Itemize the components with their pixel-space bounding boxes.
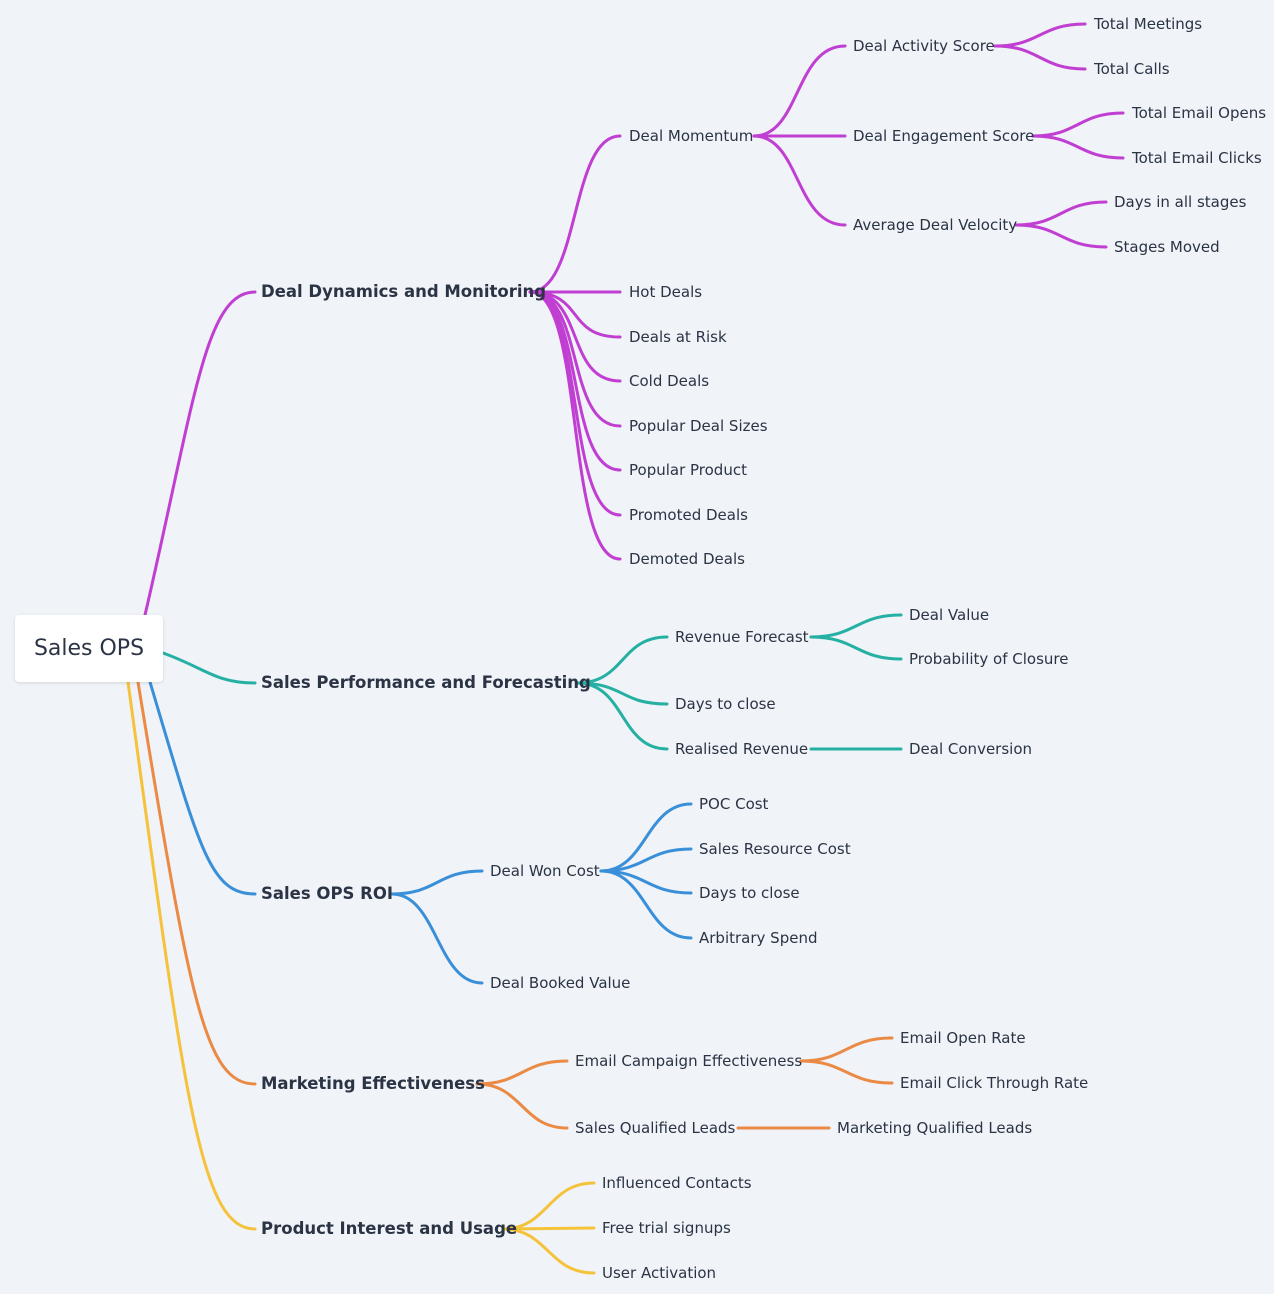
node-days-in-all-stages[interactable]: Days in all stages [1114, 193, 1247, 211]
link-sales-qualified-leads [475, 1082, 569, 1130]
link-deal-booked-value [390, 892, 484, 985]
node-popular-deal-sizes[interactable]: Popular Deal Sizes [629, 417, 768, 435]
node-deals-at-risk[interactable]: Deals at Risk [629, 328, 727, 346]
node-days-to-close-roi[interactable]: Days to close [699, 884, 800, 902]
link-email-campaign [475, 1059, 569, 1086]
link-root-sales-performance [161, 651, 257, 685]
link-root-deal-dynamics [143, 290, 257, 617]
node-deal-won-cost[interactable]: Deal Won Cost [490, 862, 600, 880]
link-influenced-contacts [501, 1181, 596, 1231]
node-user-activation[interactable]: User Activation [602, 1264, 717, 1282]
node-deal-momentum[interactable]: Deal Momentum [629, 127, 754, 145]
node-deal-dynamics[interactable]: Deal Dynamics and Monitoring [261, 282, 547, 301]
link-probability-of-closure [809, 635, 903, 661]
link-total-email-opens [1031, 111, 1125, 138]
link-arbitrary-spend [599, 869, 693, 940]
node-deal-activity-score[interactable]: Deal Activity Score [853, 37, 995, 55]
node-stages-moved[interactable]: Stages Moved [1114, 238, 1220, 256]
link-average-deal-velocity [752, 134, 847, 227]
link-total-email-clicks [1031, 134, 1125, 160]
node-average-deal-velocity[interactable]: Average Deal Velocity [853, 216, 1018, 234]
link-total-calls [993, 44, 1087, 71]
node-probability-of-closure[interactable]: Probability of Closure [909, 650, 1069, 668]
node-poc-cost[interactable]: POC Cost [699, 795, 769, 813]
node-realised-revenue[interactable]: Realised Revenue [675, 740, 809, 758]
link-realised-revenue [575, 681, 669, 751]
root-node[interactable]: Sales OPS [15, 615, 163, 682]
node-popular-product[interactable]: Popular Product [629, 461, 747, 479]
link-deal-momentum [528, 134, 622, 294]
node-influenced-contacts[interactable]: Influenced Contacts [602, 1174, 752, 1192]
node-total-email-clicks[interactable]: Total Email Clicks [1132, 149, 1262, 167]
link-root-sales-ops-roi [148, 680, 257, 896]
link-email-open-rate [799, 1036, 894, 1063]
node-marketing-qualified-leads[interactable]: Marketing Qualified Leads [837, 1119, 1033, 1137]
node-revenue-forecast[interactable]: Revenue Forecast [675, 628, 809, 646]
link-promoted-deals [528, 290, 622, 517]
link-demoted-deals [528, 290, 622, 561]
link-stages-moved [1014, 223, 1108, 249]
link-root-marketing [136, 680, 257, 1086]
node-email-open-rate[interactable]: Email Open Rate [900, 1029, 1026, 1047]
node-deal-booked-value[interactable]: Deal Booked Value [490, 974, 631, 992]
node-email-click-through-rate[interactable]: Email Click Through Rate [900, 1074, 1089, 1092]
link-user-activation [501, 1227, 596, 1275]
link-root-product-interest [126, 680, 257, 1231]
node-deal-engagement-score[interactable]: Deal Engagement Score [853, 127, 1035, 145]
node-email-campaign-effectiveness[interactable]: Email Campaign Effectiveness [575, 1052, 803, 1070]
link-deal-activity-score [752, 44, 847, 138]
node-free-trial-signups[interactable]: Free trial signups [602, 1219, 731, 1237]
node-sales-resource-cost[interactable]: Sales Resource Cost [699, 840, 851, 858]
node-deal-conversion[interactable]: Deal Conversion [909, 740, 1033, 758]
link-revenue-forecast [575, 635, 669, 685]
link-deal-value [809, 613, 903, 639]
link-poc-cost [599, 802, 693, 873]
node-total-email-opens[interactable]: Total Email Opens [1132, 104, 1267, 122]
link-total-meetings [993, 22, 1087, 48]
node-product-interest[interactable]: Product Interest and Usage [261, 1219, 518, 1238]
node-arbitrary-spend[interactable]: Arbitrary Spend [699, 929, 818, 947]
link-days-in-all-stages [1014, 200, 1108, 227]
node-sales-ops-roi[interactable]: Sales OPS ROI [261, 884, 394, 903]
node-demoted-deals[interactable]: Demoted Deals [629, 550, 745, 568]
node-total-meetings[interactable]: Total Meetings [1094, 15, 1203, 33]
link-popular-product [528, 290, 622, 472]
link-free-trial-signups [501, 1226, 596, 1231]
node-sales-qualified-leads[interactable]: Sales Qualified Leads [575, 1119, 736, 1137]
node-total-calls[interactable]: Total Calls [1094, 60, 1170, 78]
node-days-to-close-forecast[interactable]: Days to close [675, 695, 776, 713]
node-sales-performance[interactable]: Sales Performance and Forecasting [261, 673, 591, 692]
node-promoted-deals[interactable]: Promoted Deals [629, 506, 748, 524]
node-cold-deals[interactable]: Cold Deals [629, 372, 710, 390]
link-deal-won-cost [390, 869, 484, 896]
node-hot-deals[interactable]: Hot Deals [629, 283, 703, 301]
node-marketing-effectiveness[interactable]: Marketing Effectiveness [261, 1074, 485, 1093]
link-email-click-through-rate [799, 1059, 894, 1085]
node-deal-value[interactable]: Deal Value [909, 606, 990, 624]
